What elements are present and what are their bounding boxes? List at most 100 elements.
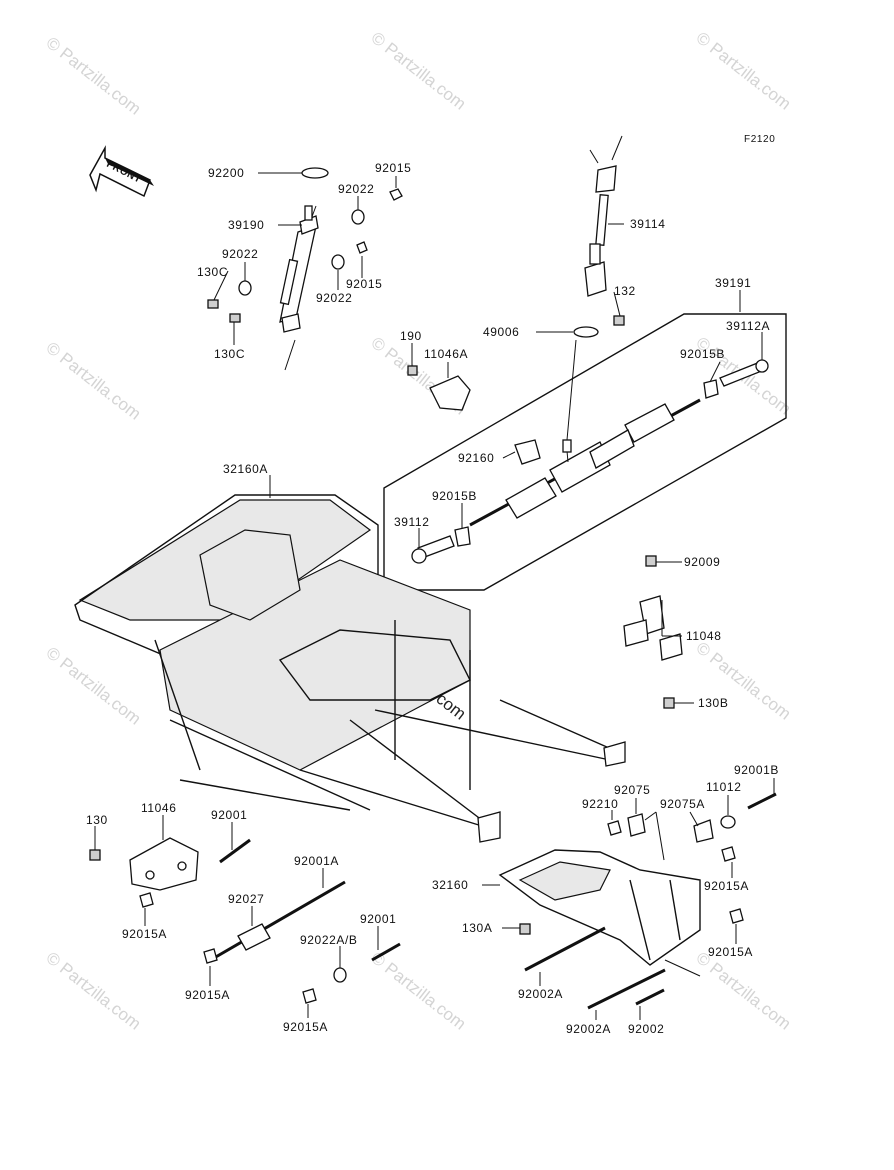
label-92015a: 92015A	[704, 879, 749, 893]
main-frame	[74, 494, 626, 843]
label-92001: 92001	[211, 808, 247, 822]
steering-shaft	[584, 135, 623, 297]
label-130: 130	[86, 813, 108, 827]
label-39112a: 39112A	[726, 319, 770, 333]
label-39112: 39112	[394, 515, 429, 529]
label-92002a: 92002A	[566, 1022, 611, 1036]
nut-92015-mid	[356, 241, 368, 254]
bolt-92002a-a	[524, 926, 606, 972]
bushing-92075a	[693, 819, 714, 843]
watermark: © Partzilla.com	[368, 28, 470, 114]
label-92002a: 92002A	[518, 987, 563, 1001]
bolt-92001a	[213, 880, 346, 960]
label-39190: 39190	[228, 218, 264, 232]
bolt-130c-b	[229, 313, 241, 323]
label-92015a: 92015A	[185, 988, 230, 1002]
nut-92015a-d	[721, 846, 736, 862]
nut-92210	[607, 820, 622, 836]
sub-frame	[498, 849, 701, 966]
label-92160: 92160	[458, 451, 494, 465]
tie-rod-end-39112	[411, 535, 455, 564]
label-130b: 130B	[698, 696, 728, 710]
washer-92200	[301, 167, 329, 179]
washer-49006	[573, 326, 599, 338]
label-130a: 130A	[462, 921, 492, 935]
front-arrow-icon: FRONT	[89, 145, 154, 198]
label-92002: 92002	[628, 1022, 664, 1036]
label-92015: 92015	[346, 277, 382, 291]
bracket-11046	[129, 837, 199, 891]
bolt-130c-a	[207, 299, 219, 309]
label-92015b: 92015B	[680, 347, 725, 361]
bracket-11048	[623, 595, 683, 661]
watermark: © Partzilla.com	[43, 948, 145, 1034]
label-92009: 92009	[684, 555, 720, 569]
washer-92022ab	[333, 967, 347, 983]
bushing-92160	[514, 439, 541, 465]
label-11046: 11046	[141, 801, 176, 815]
nut-92015a-e	[729, 908, 744, 924]
nut-92015a-a	[139, 892, 154, 908]
label-92075: 92075	[614, 783, 650, 797]
part-labels: 92200 92015 39190 92022 92022 130C 92015…	[86, 161, 779, 1036]
bolt-92001-b	[371, 942, 401, 962]
bolt-130	[89, 849, 101, 861]
label-92001: 92001	[360, 912, 396, 926]
label-11012: 11012	[706, 780, 741, 794]
label-130c: 130C	[197, 265, 228, 279]
nut-92015b-b	[454, 526, 471, 547]
bolt-132	[613, 315, 625, 326]
watermark: © Partzilla.com	[693, 948, 795, 1034]
label-11048: 11048	[686, 629, 721, 643]
collar-92027	[237, 923, 271, 951]
label-92015: 92015	[375, 161, 411, 175]
washer-92022-b	[238, 280, 252, 296]
label-32160: 32160	[432, 878, 468, 892]
label-92001b: 92001B	[734, 763, 779, 777]
bolt-92009	[645, 555, 657, 567]
label-11046a: 11046A	[424, 347, 468, 361]
nut-92015-top	[389, 188, 403, 201]
washer-92022-c	[331, 254, 345, 270]
nut-92015b-a	[703, 379, 719, 399]
bolt-92002	[635, 988, 665, 1006]
label-132: 132	[614, 284, 636, 298]
label-92027: 92027	[228, 892, 264, 906]
bolt-130b	[663, 697, 675, 709]
watermark: © Partzilla.com	[693, 638, 795, 724]
label-39114: 39114	[630, 217, 665, 231]
label-49006: 49006	[483, 325, 519, 339]
label-92015a: 92015A	[708, 945, 753, 959]
label-92015a: 92015A	[122, 927, 167, 941]
label-39191: 39191	[715, 276, 751, 290]
label-92022: 92022	[222, 247, 258, 261]
label-190: 190	[400, 329, 422, 343]
label-92015b: 92015B	[432, 489, 477, 503]
steering-column	[279, 205, 319, 371]
watermark: © Partzilla.com	[693, 28, 795, 114]
leader-lines	[94, 172, 775, 1020]
label-92022: 92022	[338, 182, 374, 196]
tie-rod-end-39112a	[719, 359, 769, 387]
nut-92015a-b	[203, 948, 218, 964]
steering-rack	[469, 398, 701, 527]
washer-92022-a	[351, 209, 365, 225]
nut-92015a-c	[302, 988, 317, 1004]
bolt-130a	[519, 923, 531, 935]
label-130c: 130C	[214, 347, 245, 361]
label-92001a: 92001A	[294, 854, 339, 868]
watermark: © Partzilla.com	[43, 33, 145, 119]
bolt-190	[407, 365, 418, 376]
label-92015a: 92015A	[283, 1020, 328, 1034]
bolt-92002a-b	[587, 968, 666, 1010]
watermark: © Partzilla.com	[43, 643, 145, 729]
bolt-92001b	[747, 792, 777, 810]
label-92075a: 92075A	[660, 797, 705, 811]
label-92022ab: 92022A/B	[300, 933, 358, 947]
label-92200: 92200	[208, 166, 244, 180]
watermark: © Partzilla.com	[43, 338, 145, 424]
label-32160a: 32160A	[223, 462, 268, 476]
label-92210: 92210	[582, 797, 618, 811]
bolt-92001-a	[219, 838, 251, 864]
